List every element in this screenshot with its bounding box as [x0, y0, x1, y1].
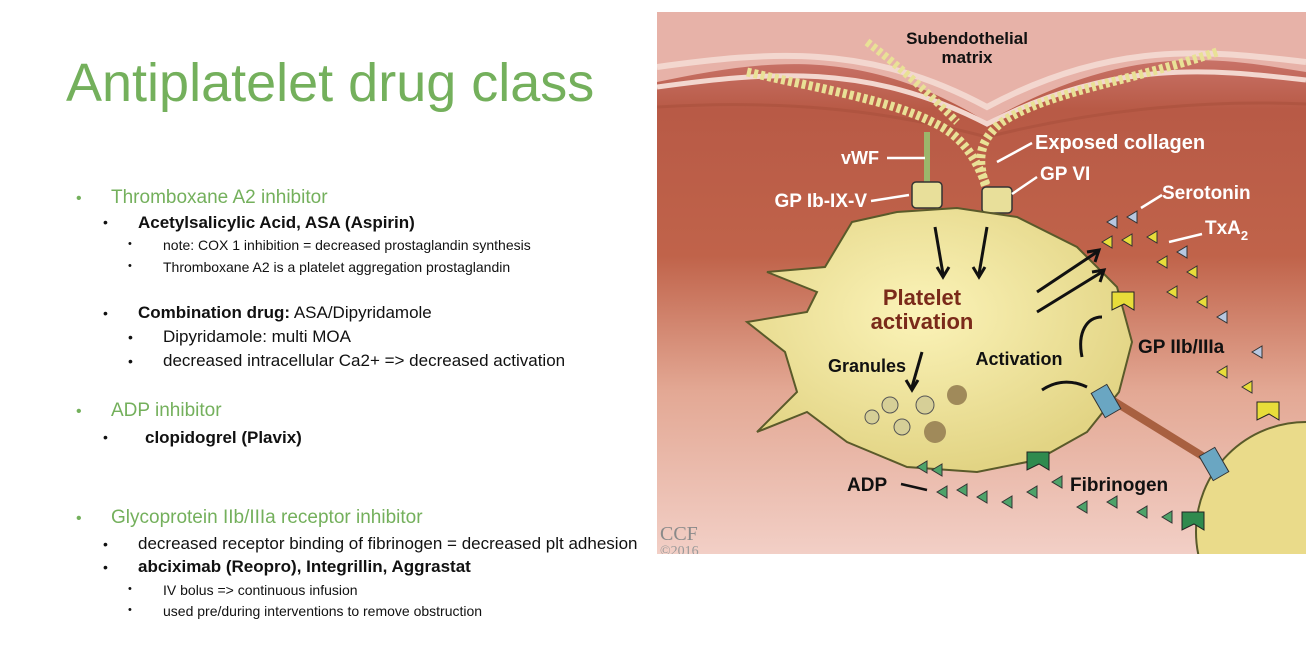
text-area: • Thromboxane A2 inhibitor • Acetylsalic…: [76, 187, 638, 619]
bullet-dot: •: [128, 329, 133, 345]
gp-iib-receptor: [1198, 446, 1230, 482]
bullet-dot: •: [76, 190, 82, 207]
heading-gp: Glycoprotein IIb/IIIa receptor inhibitor: [111, 507, 423, 528]
granule: [893, 418, 911, 436]
bullet-dot: •: [128, 604, 132, 616]
bullet-dot: •: [128, 353, 133, 369]
label-txa2: TxA2: [1205, 218, 1248, 243]
heading-thromboxane: Thromboxane A2 inhibitor: [111, 187, 328, 208]
subendothelial-matrix: [657, 12, 1306, 122]
note-iv: IV bolus => continuous infusion: [163, 582, 358, 598]
bullet-dot: •: [128, 583, 132, 595]
granule: [915, 395, 935, 415]
note-txa: Thromboxane A2 is a platelet aggregation…: [163, 259, 511, 275]
label-platelet-activation: activation: [871, 309, 974, 334]
activation-arrows: [904, 226, 1107, 393]
figure-credit-year: ©2016: [660, 544, 699, 554]
gp-iib-receptor: [1090, 383, 1122, 419]
note-fibrinogen: decreased receptor binding of fibrinogen…: [138, 534, 638, 553]
label-matrix-2: matrix: [941, 48, 993, 67]
granule: [924, 421, 946, 443]
label-granules: Granules: [828, 356, 906, 376]
bullet-dot: •: [76, 510, 82, 527]
bullet-dot: •: [128, 260, 132, 272]
label-serotonin: Serotonin: [1162, 183, 1251, 204]
bullet-dot: •: [76, 403, 82, 420]
granule: [947, 385, 967, 405]
fibrinogen-chain: [1103, 393, 1216, 466]
drug-aspirin: Acetylsalicylic Acid, ASA (Aspirin): [138, 213, 415, 232]
bullet-dot: •: [103, 214, 108, 230]
label-gp-vi: GP VI: [1040, 164, 1090, 185]
heading-adp: ADP inhibitor: [111, 400, 222, 421]
bullet-dot: •: [103, 536, 108, 552]
label-matrix: Subendothelial: [906, 29, 1028, 48]
bullet-dot: •: [103, 305, 108, 321]
drug-abciximab: abciximab (Reopro), Integrillin, Aggrast…: [138, 557, 471, 576]
label-fibrinogen: Fibrinogen: [1070, 475, 1168, 496]
note-dipyridamole: Dipyridamole: multi MOA: [163, 327, 351, 346]
drug-clopidogrel: clopidogrel (Plavix): [145, 428, 302, 447]
label-activation: Activation: [975, 349, 1062, 369]
platelet-cell: [744, 206, 1134, 474]
platelet-activation-figure: Subendothelial matrix vWF Exposed collag…: [657, 12, 1306, 554]
note-cox: note: COX 1 inhibition = decreased prost…: [163, 237, 531, 253]
collagen-fiber: [976, 47, 1219, 192]
bullet-dot: •: [128, 238, 132, 250]
note-interventions: used pre/during interventions to remove …: [163, 603, 483, 619]
label-gp-ib: GP Ib-IX-V: [774, 191, 867, 212]
gp-vi-receptor: [981, 186, 1013, 214]
bullet-dot: •: [103, 429, 108, 445]
label-platelet: Platelet: [883, 285, 962, 310]
mediator-triangles: [916, 210, 1280, 531]
slide-title: Antiplatelet drug class: [66, 53, 595, 113]
gp-ib-receptor: [911, 181, 943, 209]
bullet-dot: •: [103, 559, 108, 575]
figure-illustration: Subendothelial matrix vWF Exposed collag…: [657, 12, 1306, 554]
adjacent-platelet: [1195, 421, 1306, 554]
combo-label: Combination drug:: [138, 303, 291, 322]
collagen-fiber: [746, 67, 992, 189]
label-adp: ADP: [847, 475, 887, 496]
combination-drug: Combination drug: ASA/Dipyridamole: [138, 303, 432, 323]
label-collagen: Exposed collagen: [1035, 132, 1205, 154]
note-calcium: decreased intracellular Ca2+ => decrease…: [163, 351, 566, 370]
granule: [881, 396, 899, 414]
leader-lines: [870, 141, 1203, 244]
granule: [864, 409, 880, 425]
label-vwf: vWF: [841, 148, 879, 168]
combo-value: ASA/Dipyridamole: [290, 303, 432, 322]
label-gp-iib: GP IIb/IIIa: [1138, 337, 1225, 358]
figure-credit: CCF: [660, 523, 698, 545]
